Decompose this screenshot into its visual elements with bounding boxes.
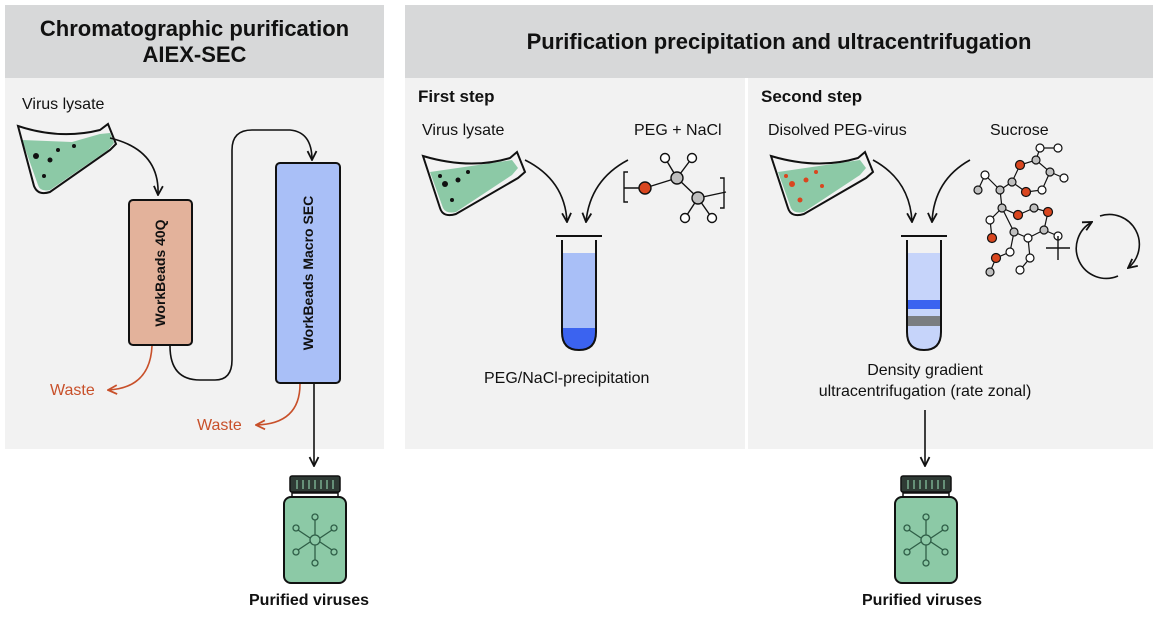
right-title: Purification precipitation and ultracent… <box>526 28 1032 54</box>
flask-icon-step2 <box>769 150 875 217</box>
peg-nacl-label: PEG + NaCl <box>634 122 722 139</box>
right-header: Purification precipitation and ultracent… <box>405 5 1153 78</box>
peg-molecule-icon <box>623 152 727 224</box>
test-tube-step1 <box>556 235 602 352</box>
plus-icon <box>1046 236 1070 260</box>
ultracentrifugation-label: ultracentrifugation (rate zonal) <box>818 383 1032 400</box>
waste-label-2: Waste <box>197 417 242 434</box>
first-step-heading: First step <box>418 87 495 106</box>
test-tube-step2 <box>901 235 947 352</box>
column1-label: WorkBeads 40Q <box>152 219 168 327</box>
column-macro-sec <box>275 162 341 384</box>
purified-viruses-label-left: Purified viruses <box>249 592 370 609</box>
panel-divider <box>745 78 748 449</box>
waste-arrow-2 <box>256 383 301 425</box>
arrow-pegvirus-to-tube <box>872 159 912 222</box>
column-40q <box>128 199 193 346</box>
arrow-lysate-to-tube <box>524 159 567 222</box>
second-step-heading: Second step <box>761 87 863 106</box>
flask-icon <box>16 122 118 195</box>
column2-label: WorkBeads Macro SEC <box>300 195 316 351</box>
left-header: Chromatographic purification AIEX-SEC <box>5 5 384 78</box>
sucrose-label: Sucrose <box>990 122 1049 139</box>
connector-tube <box>169 129 312 381</box>
disolved-peg-virus-label: Disolved PEG-virus <box>768 122 907 139</box>
density-gradient-label: Density gradient <box>867 362 983 379</box>
waste-arrow-1 <box>108 345 153 390</box>
bottle-icon-right <box>894 475 958 584</box>
virus-lysate-label-left: Virus lysate <box>22 96 105 113</box>
sucrose-molecule-icon <box>973 143 1069 277</box>
bottle-icon-left <box>283 475 347 584</box>
left-title-line2: AIEX-SEC <box>142 41 247 67</box>
purified-viruses-label-right: Purified viruses <box>862 592 983 609</box>
arrow-sucrose-to-tube <box>932 159 971 222</box>
peg-nacl-precipitation-label: PEG/NaCl-precipitation <box>484 370 650 387</box>
arrow-flask-to-column1 <box>109 137 158 195</box>
arrow-peg-to-tube <box>586 159 629 222</box>
rotation-icon <box>1075 213 1141 280</box>
flask-icon-step1 <box>421 150 527 217</box>
waste-label-1: Waste <box>50 382 95 399</box>
virus-lysate-label-step1: Virus lysate <box>422 122 505 139</box>
right-panel <box>405 5 1153 449</box>
left-title-line1: Chromatographic purification <box>39 15 350 41</box>
